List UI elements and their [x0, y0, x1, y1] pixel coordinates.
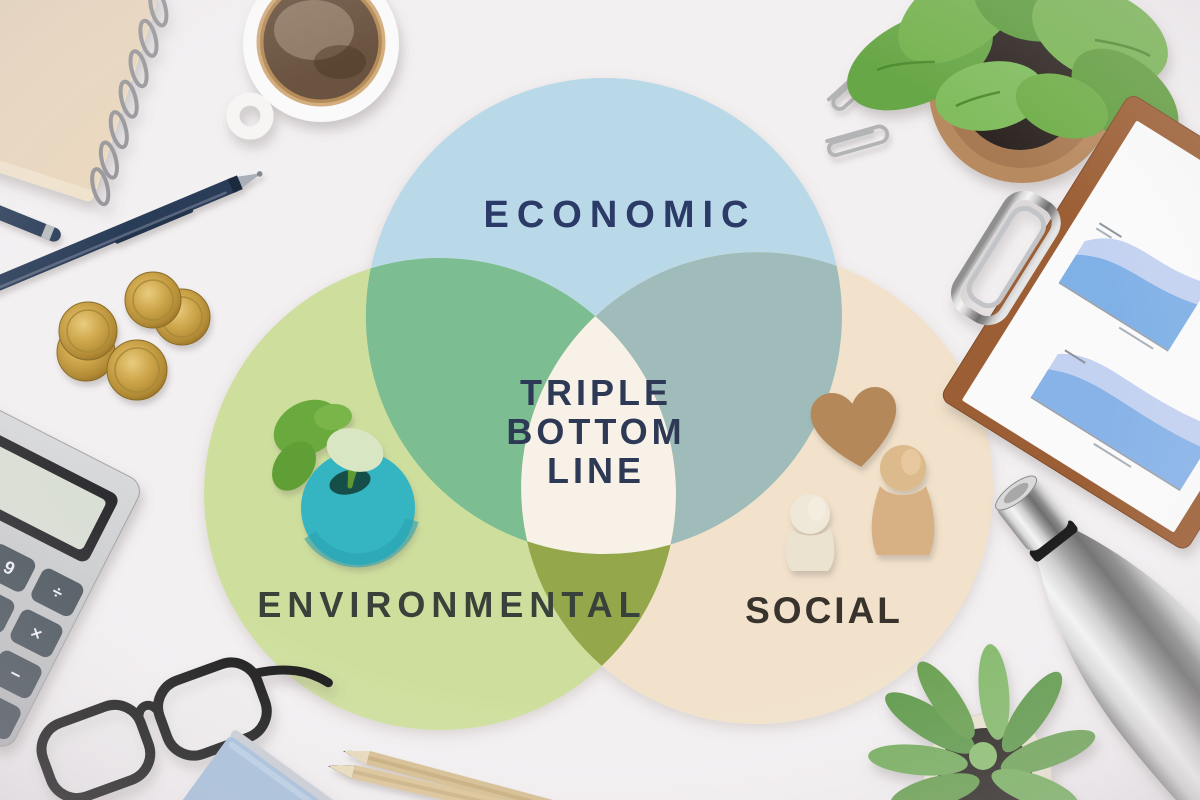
vignette-overlay: [0, 0, 1200, 800]
flatlay-scene: ECONOMIC ENVIRONMENTAL SOCIAL TRIPLE BOT…: [0, 0, 1200, 800]
scene-canvas: ECONOMIC ENVIRONMENTAL SOCIAL TRIPLE BOT…: [0, 0, 1200, 800]
